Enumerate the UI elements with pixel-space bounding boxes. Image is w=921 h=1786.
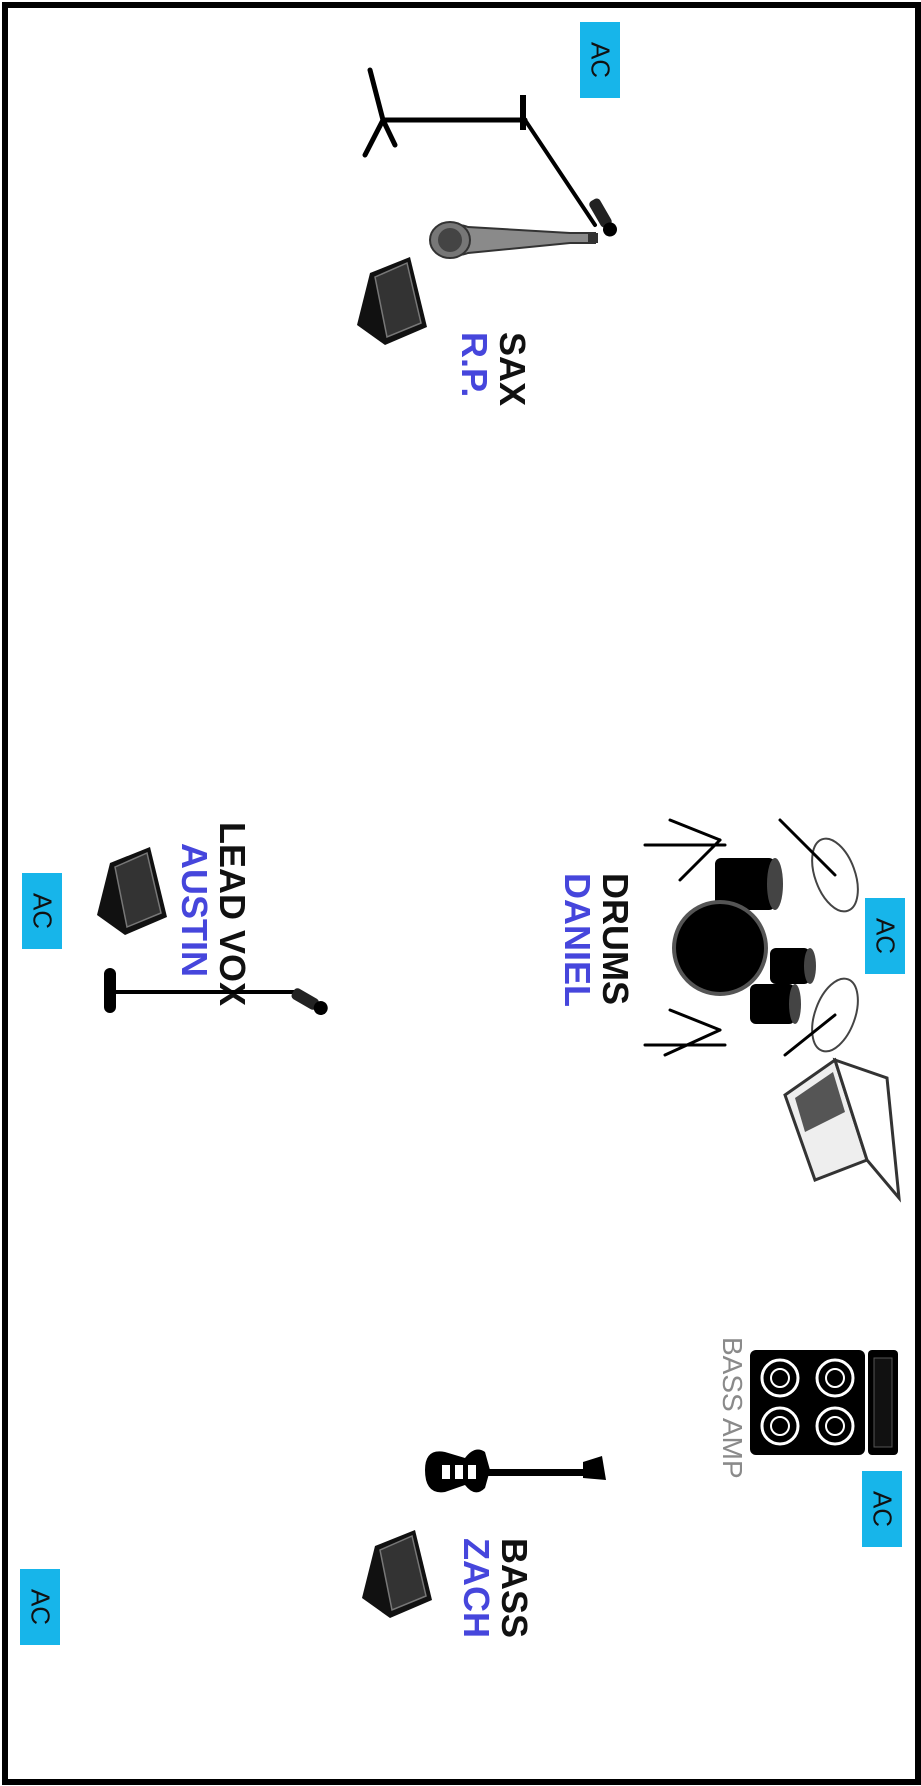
sax-monitor-wedge-icon (355, 255, 435, 355)
drum-kit-icon (640, 800, 900, 1080)
bass-name-label: ZACH (458, 1538, 494, 1638)
ac-outlet-bottom-left: AC (20, 1569, 60, 1645)
vox-mic-stand-icon (100, 960, 330, 1020)
sax-role-label: SAX (494, 332, 530, 406)
bass-amp-icon (750, 1350, 900, 1455)
bass-amp-label: BASS AMP (718, 1337, 746, 1479)
drums-role-label: DRUMS (597, 873, 633, 1005)
laptop-icon (775, 1050, 905, 1200)
vox-monitor-wedge-icon (95, 845, 175, 945)
vox-name-label: AUSTIN (176, 843, 212, 977)
bass-role-label: BASS (496, 1538, 532, 1638)
ac-outlet-vox: AC (22, 873, 62, 949)
saxophone-icon (420, 215, 600, 275)
bass-guitar-icon (420, 1440, 610, 1520)
sax-name-label: R.P. (456, 332, 492, 397)
ac-outlet-bass-amp: AC (862, 1471, 902, 1547)
bass-monitor-wedge-icon (360, 1528, 440, 1628)
drums-name-label: DANIEL (559, 873, 595, 1007)
sax-mic-stand-icon (350, 60, 630, 220)
